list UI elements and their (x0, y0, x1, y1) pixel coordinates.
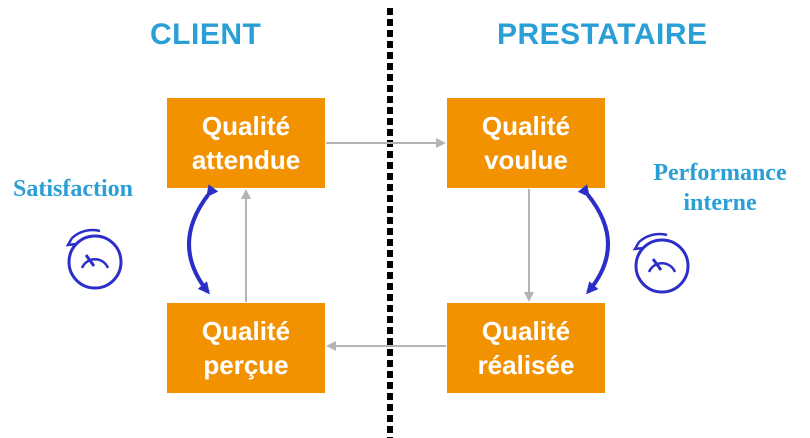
box-expected-line1: Qualité (201, 111, 291, 141)
box-wanted-quality: Qualité voulue (447, 98, 605, 188)
box-realized-quality: Qualité réalisée (447, 303, 605, 393)
box-realized-line2: réalisée (477, 350, 575, 380)
right-cycle-arrow-icon (577, 184, 610, 295)
satisfaction-label: Satisfaction (13, 176, 133, 202)
client-heading: CLIENT (150, 18, 262, 51)
left-cycle-arrow-icon (187, 184, 219, 295)
box-perceived-line1: Qualité (201, 316, 291, 346)
box-perceived-line2: perçue (203, 350, 289, 380)
right-gauge-icon (632, 232, 690, 294)
box-wanted-line1: Qualité (481, 111, 571, 141)
performance-label-line2: interne (683, 190, 757, 216)
box-expected-quality: Qualité attendue (167, 98, 325, 188)
client-provider-divider (387, 8, 393, 438)
box-expected-line2: attendue (191, 145, 301, 175)
box-wanted-line2: voulue (484, 145, 568, 175)
internal-performance-label: Performance interne (632, 158, 808, 218)
left-gauge-icon (65, 228, 123, 290)
box-perceived-quality: Qualité perçue (167, 303, 325, 393)
performance-label-line1: Performance (653, 160, 787, 186)
box-realized-line1: Qualité (481, 316, 571, 346)
provider-heading: PRESTATAIRE (497, 18, 708, 51)
